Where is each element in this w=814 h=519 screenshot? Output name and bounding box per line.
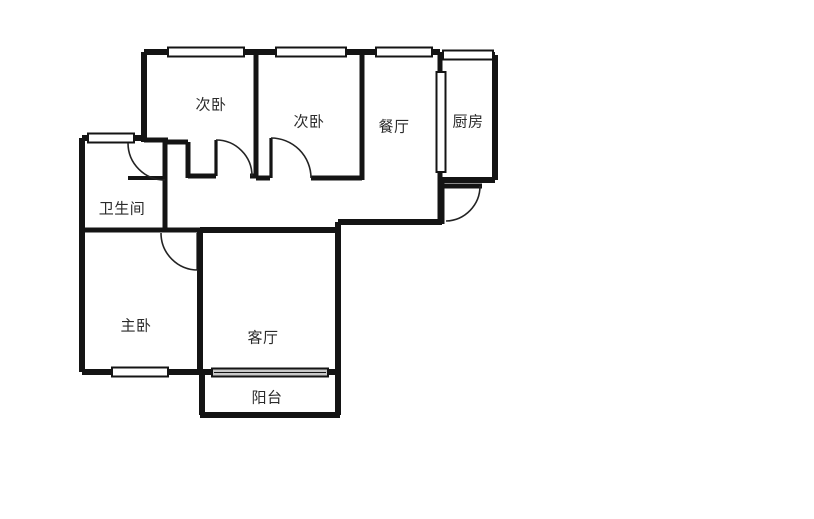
window-kitchen-west-slider <box>435 71 447 173</box>
window-kitchen-north <box>442 49 494 61</box>
door-kitchen-entry-arc <box>445 185 481 222</box>
sliding-door-group <box>211 367 329 378</box>
room-label-bedroom-2: 次卧 <box>195 96 226 114</box>
window-bathroom-west <box>87 132 135 144</box>
room-label-dining-room: 餐厅 <box>378 118 409 136</box>
wall-group <box>79 49 498 418</box>
window-group <box>87 46 494 378</box>
window-dining-north <box>375 46 433 58</box>
door-bedroom-3-arc <box>270 137 312 179</box>
door-master-bedroom-arc <box>160 232 199 271</box>
window-bedroom-2-north <box>167 46 245 58</box>
door-bedroom-2-arc <box>215 139 253 177</box>
window-bedroom-3-north <box>275 46 347 58</box>
door-bathroom-arc <box>127 142 166 181</box>
room-label-balcony: 阳台 <box>251 389 282 407</box>
room-label-living-room: 客厅 <box>247 329 278 347</box>
room-label-bedroom-3: 次卧 <box>293 113 324 131</box>
room-label-bathroom: 卫生间 <box>99 200 146 218</box>
door-group <box>127 137 481 271</box>
room-label-kitchen: 厨房 <box>452 113 483 131</box>
room-label-master-bedroom: 主卧 <box>120 317 151 335</box>
window-master-south <box>111 366 169 378</box>
room-label-group: 次卧 次卧 餐厅 厨房 卫生间 主卧 客厅 阳台 <box>99 96 483 407</box>
